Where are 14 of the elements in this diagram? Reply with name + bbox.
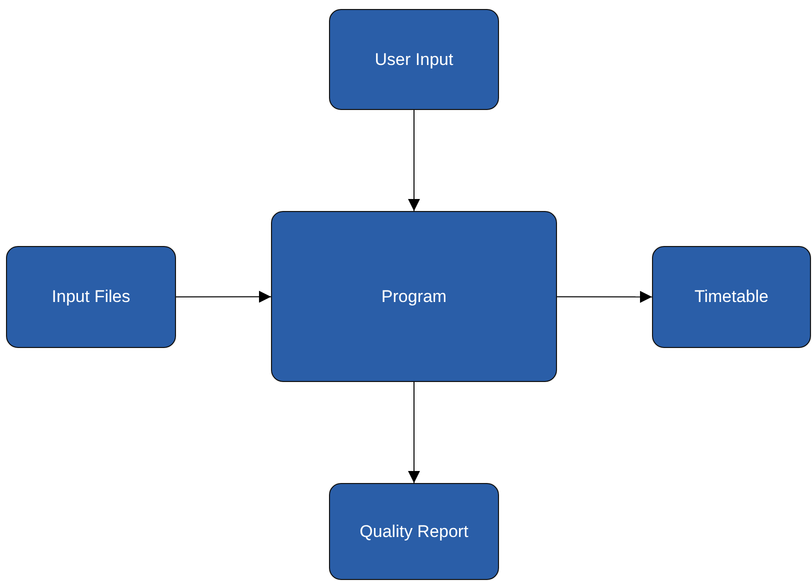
box-label: Timetable xyxy=(694,287,768,307)
box-label: Program xyxy=(381,286,447,306)
arrow xyxy=(176,290,272,303)
process-box xyxy=(271,211,557,382)
process-box xyxy=(329,9,499,110)
process-box xyxy=(329,483,499,580)
arrow xyxy=(408,382,420,484)
box-label: Quality Report xyxy=(360,522,468,542)
box-label: Input Files xyxy=(52,287,130,307)
box-label: User Input xyxy=(374,50,454,70)
process-box xyxy=(6,246,176,348)
process-box xyxy=(652,246,811,348)
arrow xyxy=(556,290,652,303)
arrow xyxy=(408,110,420,212)
